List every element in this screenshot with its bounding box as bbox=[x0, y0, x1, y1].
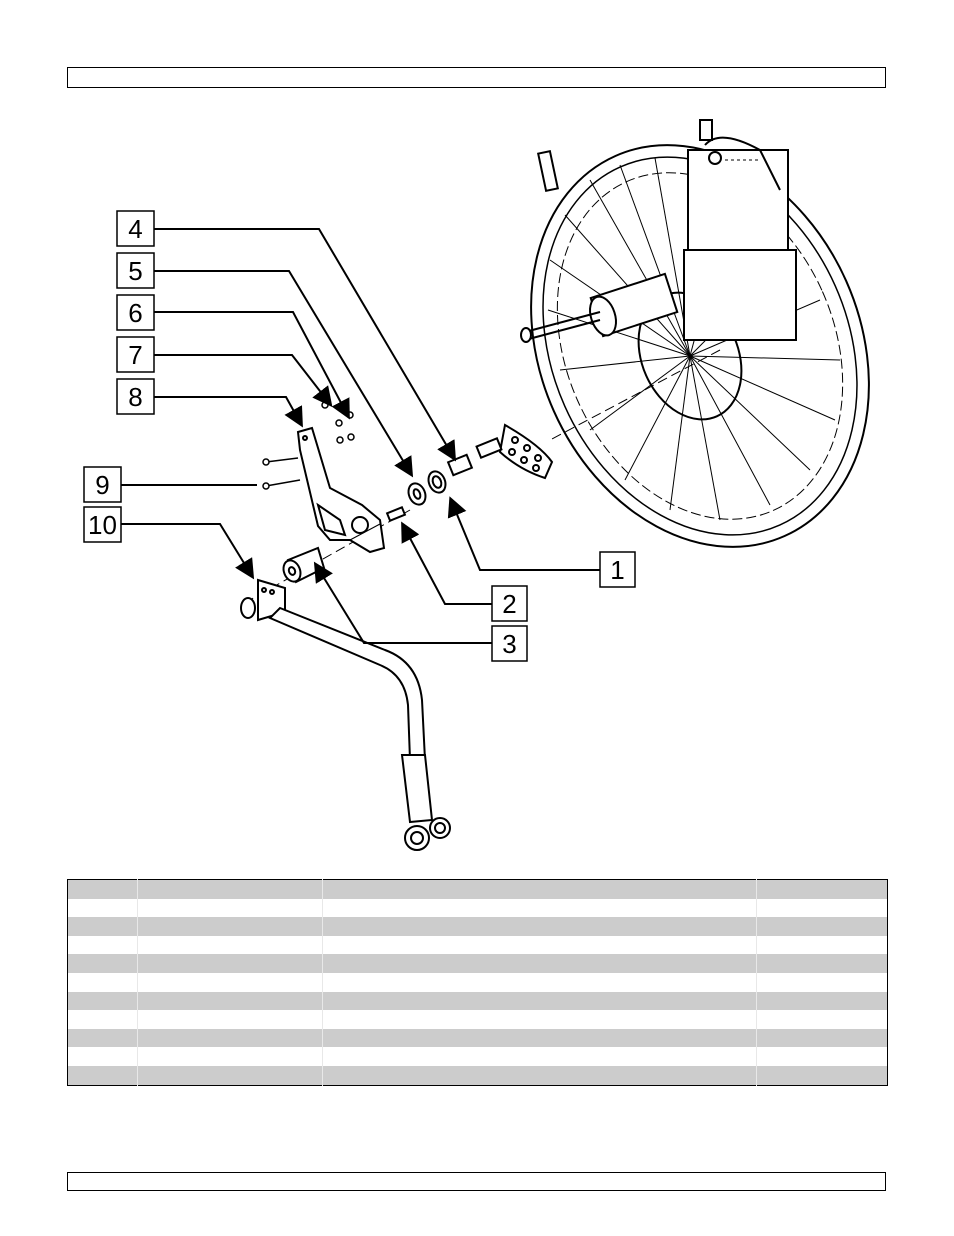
column-header bbox=[137, 879, 323, 899]
leader-lines bbox=[121, 228, 600, 644]
page-footer bbox=[67, 1172, 886, 1191]
parts-table bbox=[67, 879, 888, 1086]
spacer-bushing bbox=[282, 546, 326, 584]
callout-3: 3 bbox=[491, 625, 528, 662]
caster-arm bbox=[240, 578, 451, 851]
table-cell bbox=[137, 898, 323, 918]
table-cell bbox=[756, 935, 888, 955]
table-cell bbox=[67, 898, 138, 918]
svg-text:9: 9 bbox=[95, 470, 109, 500]
callout-10: 10 bbox=[83, 506, 122, 543]
table-cell bbox=[756, 1010, 888, 1029]
table-cell bbox=[67, 991, 138, 1011]
table-cell bbox=[137, 1065, 323, 1086]
column-header bbox=[67, 879, 138, 899]
table-cell bbox=[67, 917, 138, 936]
svg-text:6: 6 bbox=[128, 298, 142, 328]
column-header bbox=[322, 879, 757, 899]
callout-9: 9 bbox=[83, 466, 122, 503]
svg-text:2: 2 bbox=[502, 589, 516, 619]
table-cell bbox=[67, 1028, 138, 1048]
svg-text:8: 8 bbox=[128, 382, 142, 412]
callout-6: 6 bbox=[116, 294, 155, 331]
table-cell bbox=[756, 991, 888, 1011]
table-cell bbox=[67, 1047, 138, 1066]
table-cell bbox=[322, 1065, 757, 1086]
table-cell bbox=[322, 917, 757, 936]
table-row bbox=[67, 991, 888, 1011]
column-header bbox=[756, 879, 888, 899]
table-cell bbox=[137, 935, 323, 955]
table-cell bbox=[322, 972, 757, 992]
callout-labels: 4 5 6 7 8 9 10 1 bbox=[83, 210, 636, 662]
table-cell bbox=[756, 1028, 888, 1048]
table-row bbox=[67, 954, 888, 973]
table-row bbox=[67, 1010, 888, 1029]
table-cell bbox=[137, 917, 323, 936]
table-cell bbox=[756, 954, 888, 973]
callout-4: 4 bbox=[116, 210, 155, 247]
table-cell bbox=[67, 1010, 138, 1029]
mounting-bracket bbox=[296, 426, 407, 554]
table-row bbox=[67, 1065, 888, 1086]
svg-text:10: 10 bbox=[88, 510, 117, 540]
table-row bbox=[67, 935, 888, 955]
svg-text:7: 7 bbox=[128, 340, 142, 370]
table-cell bbox=[322, 991, 757, 1011]
table-cell bbox=[756, 917, 888, 936]
table-cell bbox=[137, 1028, 323, 1048]
svg-text:4: 4 bbox=[128, 214, 142, 244]
callout-5: 5 bbox=[116, 252, 155, 289]
table-cell bbox=[756, 898, 888, 918]
svg-text:5: 5 bbox=[128, 256, 142, 286]
table-cell bbox=[322, 898, 757, 918]
table-row bbox=[67, 917, 888, 936]
table-row bbox=[67, 1028, 888, 1048]
exploded-parts-diagram: 4 5 6 7 8 9 10 1 bbox=[83, 119, 870, 851]
svg-text:1: 1 bbox=[610, 555, 624, 585]
table-cell bbox=[137, 1047, 323, 1066]
motor-housing bbox=[520, 119, 797, 343]
table-cell bbox=[322, 1010, 757, 1029]
callout-7: 7 bbox=[116, 336, 155, 373]
table-row bbox=[67, 898, 888, 918]
table-cell bbox=[67, 954, 138, 973]
page-header bbox=[67, 67, 886, 88]
table-row bbox=[67, 1047, 888, 1066]
table-header-row bbox=[67, 879, 888, 899]
quick-release-axle bbox=[407, 423, 554, 506]
table-cell bbox=[137, 991, 323, 1011]
svg-text:3: 3 bbox=[502, 629, 516, 659]
table-cell bbox=[322, 954, 757, 973]
table-cell bbox=[756, 1065, 888, 1086]
table-cell bbox=[322, 935, 757, 955]
callout-8: 8 bbox=[116, 378, 155, 415]
table-cell bbox=[322, 1047, 757, 1066]
table-cell bbox=[137, 1010, 323, 1029]
callout-1: 1 bbox=[599, 551, 636, 588]
table-cell bbox=[322, 1028, 757, 1048]
table-cell bbox=[137, 972, 323, 992]
table-cell bbox=[137, 954, 323, 973]
callout-2: 2 bbox=[491, 585, 528, 622]
table-cell bbox=[67, 935, 138, 955]
table-cell bbox=[67, 972, 138, 992]
table-cell bbox=[67, 1065, 138, 1086]
table-row bbox=[67, 972, 888, 992]
table-cell bbox=[756, 1047, 888, 1066]
table-cell bbox=[756, 972, 888, 992]
